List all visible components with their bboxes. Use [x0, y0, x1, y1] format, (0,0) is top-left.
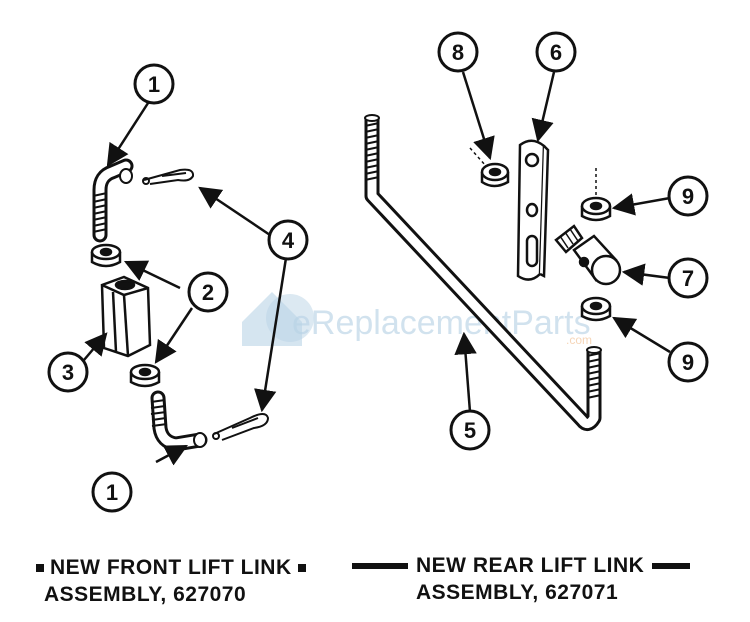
rear-caption-line2: ASSEMBLY, 627071 [416, 581, 619, 604]
callout-5: 5 [449, 409, 491, 451]
callout-1-top: 1 [133, 63, 175, 105]
watermark-suffix: .com [566, 333, 592, 347]
svg-text:4: 4 [282, 228, 295, 253]
svg-text:6: 6 [550, 40, 562, 65]
rear-lower-nut-9 [580, 296, 612, 322]
rule-bar-icon [352, 562, 408, 569]
front-lower-jam-nut [129, 363, 161, 388]
callout-1-bottom: 1 [91, 471, 133, 513]
front-lower-hairpin-clip [212, 413, 270, 441]
callout-9-bottom: 9 [667, 341, 709, 383]
front-upper-jam-nut [90, 243, 122, 268]
callout-9-top: 9 [667, 175, 709, 217]
callout-6: 6 [535, 31, 577, 73]
rear-upper-nut-9 [580, 168, 612, 222]
callout-7: 7 [667, 257, 709, 299]
svg-text:5: 5 [464, 418, 476, 443]
watermark-text: eReplacementParts [292, 304, 591, 342]
svg-text:7: 7 [682, 266, 694, 291]
square-bullet-icon [297, 563, 306, 572]
front-lower-elbow-link [150, 390, 208, 452]
svg-text:9: 9 [682, 350, 694, 375]
callout-4: 4 [267, 219, 309, 261]
svg-text:1: 1 [148, 72, 160, 97]
svg-text:1: 1 [106, 480, 118, 505]
rear-slotted-bracket [516, 139, 550, 281]
watermark: eReplacementParts .com [242, 292, 592, 347]
rear-lift-rod [364, 114, 602, 431]
callout-3: 3 [47, 351, 89, 393]
rule-bar-icon [652, 562, 691, 569]
svg-text:2: 2 [202, 280, 214, 305]
front-lift-link-caption: NEW FRONT LIFT LINK ASSEMBLY, 627070 [30, 554, 312, 608]
rear-lift-link-caption: NEW REAR LIFT LINK ASSEMBLY, 627071 [344, 552, 698, 606]
rear-leader-lines [454, 71, 671, 413]
front-upper-elbow-link [92, 158, 134, 243]
rear-caption-line1: NEW REAR LIFT LINK [416, 554, 645, 577]
callout-2: 2 [187, 271, 229, 313]
front-caption-line2: ASSEMBLY, 627070 [44, 583, 247, 606]
square-bullet-icon [36, 563, 44, 572]
rear-trunnion [554, 224, 622, 286]
callout-8: 8 [437, 31, 479, 73]
front-upper-hairpin-clip [142, 168, 195, 185]
front-caption-line1: NEW FRONT LIFT LINK [50, 556, 292, 579]
svg-text:9: 9 [682, 184, 694, 209]
svg-text:3: 3 [62, 360, 74, 385]
front-leader-lines [83, 99, 288, 466]
front-coupler [100, 275, 152, 358]
svg-text:8: 8 [452, 40, 464, 65]
